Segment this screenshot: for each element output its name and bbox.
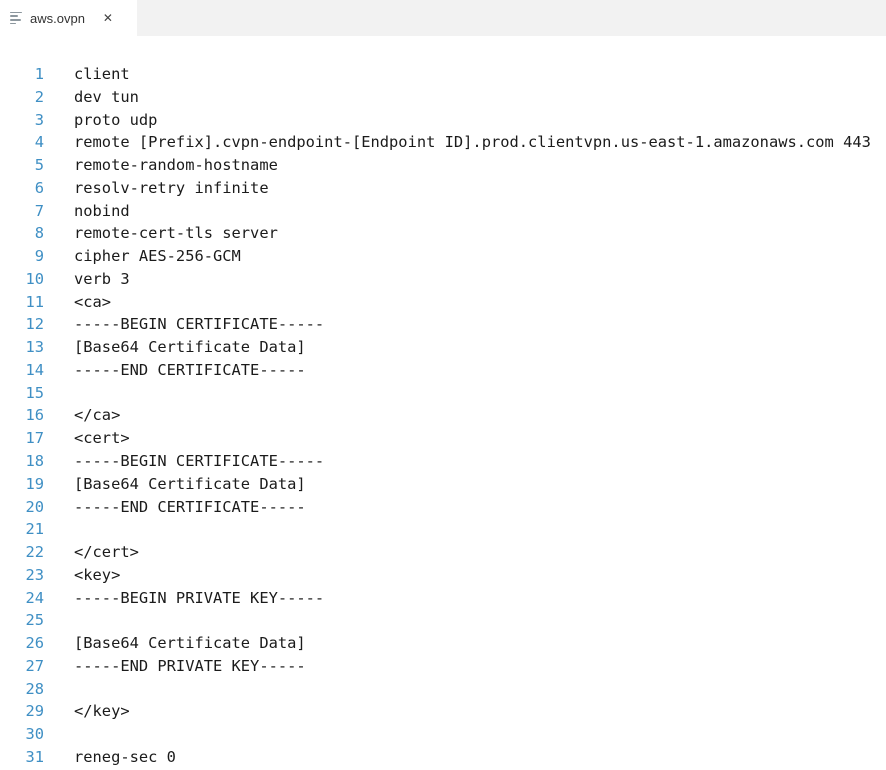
- line-number[interactable]: 18: [25, 452, 44, 471]
- code-line: 28: [0, 678, 886, 701]
- line-number[interactable]: 13: [25, 338, 44, 357]
- line-number[interactable]: 31: [25, 747, 44, 766]
- line-text[interactable]: client: [74, 65, 130, 83]
- line-text[interactable]: -----END CERTIFICATE-----: [74, 360, 306, 379]
- line-number[interactable]: 30: [25, 725, 44, 744]
- code-line: 9 cipher AES-256-GCM: [0, 245, 886, 268]
- line-text[interactable]: proto udp: [74, 110, 158, 129]
- code-line: 30: [0, 723, 886, 746]
- tab-title: aws.ovpn: [30, 10, 85, 26]
- line-number[interactable]: 15: [25, 383, 44, 402]
- line-number[interactable]: 1: [34, 65, 44, 83]
- line-text[interactable]: <cert>: [74, 429, 130, 448]
- code-line: 2 dev tun: [0, 86, 886, 109]
- line-number[interactable]: 7: [34, 201, 44, 220]
- line-number[interactable]: 17: [25, 429, 44, 448]
- code-line: 18 -----BEGIN CERTIFICATE-----: [0, 450, 886, 473]
- code-line: 24 -----BEGIN PRIVATE KEY-----: [0, 587, 886, 610]
- code-line: 23 <key>: [0, 564, 886, 587]
- line-text[interactable]: -----END PRIVATE KEY-----: [74, 656, 306, 675]
- code-line: 8 remote-cert-tls server: [0, 222, 886, 245]
- line-number[interactable]: 27: [25, 656, 44, 675]
- line-number[interactable]: 5: [34, 156, 44, 175]
- code-line: 22 </cert>: [0, 541, 886, 564]
- line-text[interactable]: -----END CERTIFICATE-----: [74, 497, 306, 516]
- line-text[interactable]: remote [Prefix].cvpn-endpoint-[Endpoint …: [74, 133, 871, 152]
- line-text[interactable]: -----BEGIN CERTIFICATE-----: [74, 315, 325, 334]
- code-line: 14 -----END CERTIFICATE-----: [0, 359, 886, 382]
- line-number[interactable]: 12: [25, 315, 44, 334]
- line-number[interactable]: 26: [25, 634, 44, 653]
- code-line: 21: [0, 518, 886, 541]
- tab-aws-ovpn[interactable]: aws.ovpn ✕: [0, 0, 137, 36]
- line-text[interactable]: -----BEGIN CERTIFICATE-----: [74, 452, 325, 471]
- line-text[interactable]: dev tun: [74, 87, 139, 106]
- line-number[interactable]: 8: [34, 224, 44, 243]
- line-number[interactable]: 24: [25, 588, 44, 607]
- code-line: 10 verb 3: [0, 268, 886, 291]
- line-text[interactable]: remote-cert-tls server: [74, 224, 278, 243]
- code-line: 20 -----END CERTIFICATE-----: [0, 496, 886, 519]
- line-text[interactable]: cipher AES-256-GCM: [74, 247, 241, 266]
- close-tab-icon[interactable]: ✕: [102, 11, 113, 25]
- line-text[interactable]: remote-random-hostname: [74, 156, 278, 175]
- code-line: 12 -----BEGIN CERTIFICATE-----: [0, 313, 886, 336]
- line-number[interactable]: 11: [25, 292, 44, 311]
- line-text[interactable]: resolv-retry infinite: [74, 178, 269, 197]
- line-text[interactable]: [Base64 Certificate Data]: [74, 474, 306, 493]
- line-number[interactable]: 20: [25, 497, 44, 516]
- code-line: 5 remote-random-hostname: [0, 154, 886, 177]
- line-text[interactable]: </cert>: [74, 543, 139, 562]
- line-number[interactable]: 16: [25, 406, 44, 425]
- code-line: 11 <ca>: [0, 291, 886, 314]
- code-line: 26 [Base64 Certificate Data]: [0, 632, 886, 655]
- code-line: 31 reneg-sec 0: [0, 746, 886, 769]
- line-number[interactable]: 22: [25, 543, 44, 562]
- line-number[interactable]: 9: [34, 247, 44, 266]
- code-line: 15: [0, 382, 886, 405]
- line-number[interactable]: 29: [25, 702, 44, 721]
- line-number[interactable]: 3: [34, 110, 44, 129]
- tab-bar: aws.ovpn ✕: [0, 0, 886, 36]
- code-line: 13 [Base64 Certificate Data]: [0, 336, 886, 359]
- line-text[interactable]: [Base64 Certificate Data]: [74, 338, 306, 357]
- code-line: 17 <cert>: [0, 427, 886, 450]
- code-line: 6 resolv-retry infinite: [0, 177, 886, 200]
- line-text[interactable]: nobind: [74, 201, 130, 220]
- line-text[interactable]: </key>: [74, 702, 130, 721]
- line-number[interactable]: 23: [25, 565, 44, 584]
- line-number[interactable]: 2: [34, 87, 44, 106]
- code-line: 27 -----END PRIVATE KEY-----: [0, 655, 886, 678]
- line-text[interactable]: reneg-sec 0: [74, 747, 176, 766]
- line-text[interactable]: </ca>: [74, 406, 121, 425]
- text-file-icon: [10, 11, 23, 25]
- code-editor[interactable]: 1 client 2 dev tun 3 proto udp 4 remote …: [0, 36, 886, 769]
- line-text[interactable]: <key>: [74, 565, 121, 584]
- code-line: 19 [Base64 Certificate Data]: [0, 473, 886, 496]
- code-line: 25: [0, 609, 886, 632]
- code-line: 1 client: [0, 63, 886, 86]
- line-text[interactable]: verb 3: [74, 269, 130, 288]
- line-number[interactable]: 25: [25, 611, 44, 630]
- line-text[interactable]: [Base64 Certificate Data]: [74, 634, 306, 653]
- code-line: 4 remote [Prefix].cvpn-endpoint-[Endpoin…: [0, 131, 886, 154]
- line-text[interactable]: -----BEGIN PRIVATE KEY-----: [74, 588, 325, 607]
- line-number[interactable]: 28: [25, 679, 44, 698]
- code-line: 7 nobind: [0, 200, 886, 223]
- tab-bar-filler: [137, 0, 886, 36]
- line-number[interactable]: 21: [25, 520, 44, 539]
- line-number[interactable]: 19: [25, 474, 44, 493]
- line-text[interactable]: <ca>: [74, 292, 112, 311]
- line-number[interactable]: 14: [25, 360, 44, 379]
- line-number[interactable]: 4: [34, 133, 44, 152]
- line-number[interactable]: 6: [34, 178, 44, 197]
- code-line: 16 </ca>: [0, 404, 886, 427]
- code-line: 3 proto udp: [0, 109, 886, 132]
- line-number[interactable]: 10: [25, 269, 44, 288]
- code-line: 29 </key>: [0, 700, 886, 723]
